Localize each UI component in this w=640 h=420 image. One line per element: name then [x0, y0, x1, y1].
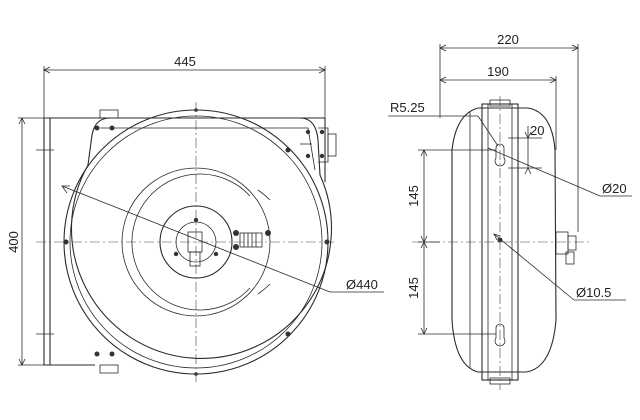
dim-height-label: 400: [6, 231, 21, 253]
side-view: 220 190 R5.25 20 Ø20: [388, 32, 632, 390]
ratchet-mechanism: [233, 230, 271, 250]
hose-guide: [300, 127, 337, 163]
dim-mount-hole-label: Ø10.5: [576, 285, 611, 300]
mounting-bracket: [43, 117, 326, 366]
dim-width-label: 445: [174, 54, 196, 69]
dim-lower-spacing-label: 145: [406, 277, 421, 299]
side-swivel: [555, 231, 577, 265]
dim-slot-radius-label: R5.25: [390, 100, 425, 115]
front-view: 445 400 Ø440: [6, 54, 384, 385]
drum-inner-groove-2: [257, 189, 271, 295]
dim-slot-radius: [388, 115, 499, 147]
bracket-foot-bottom: [99, 364, 119, 374]
dim-slot-width-label: 20: [530, 123, 544, 138]
side-body-outline: [451, 107, 557, 373]
dim-mount-hole: [493, 233, 626, 301]
keyhole-slot-top: [494, 143, 506, 167]
dim-drum-diameter: [61, 185, 384, 293]
hub-bolts: [173, 217, 219, 257]
hub-outlet: [189, 251, 201, 267]
dim-body-depth-label: 190: [487, 64, 509, 79]
dim-depth-label: 220: [497, 32, 519, 47]
dim-slot-hole: [487, 147, 632, 197]
bracket-foot-top: [99, 109, 119, 119]
housing-flange: [100, 127, 316, 171]
dim-upper-spacing-label: 145: [406, 185, 421, 207]
keyhole-slot-bottom: [494, 323, 506, 347]
dim-width: [43, 66, 326, 118]
housing-bolts: [63, 108, 330, 376]
dim-slot-width: [508, 126, 542, 175]
dim-height: [18, 117, 44, 366]
dim-drum-diameter-label: Ø440: [346, 277, 378, 292]
housing-outline: [70, 117, 333, 359]
dim-lower-spacing: [418, 241, 496, 335]
dim-slot-hole-label: Ø20: [602, 181, 627, 196]
dim-body-depth: [439, 76, 557, 150]
dim-depth: [439, 44, 579, 232]
dim-upper-spacing: [418, 149, 496, 243]
